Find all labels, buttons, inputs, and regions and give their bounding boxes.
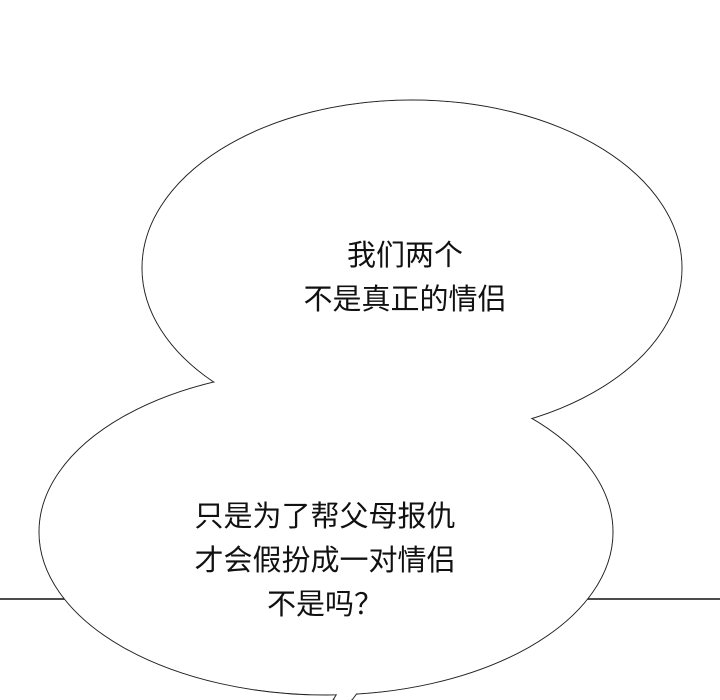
- bubble-line: 才会假扮成一对情侣: [194, 543, 456, 577]
- top-bubble-text: 我们两个 不是真正的情侣: [250, 233, 560, 321]
- bubble-line: 不是吗？: [266, 587, 383, 621]
- bubble-line: 不是真正的情侣: [303, 282, 507, 316]
- bubble-line: 我们两个: [346, 238, 463, 272]
- bubble-line: 只是为了帮父母报仇: [194, 499, 456, 533]
- bottom-bubble-text: 只是为了帮父母报仇 才会假扮成一对情侣 不是吗？: [170, 494, 480, 626]
